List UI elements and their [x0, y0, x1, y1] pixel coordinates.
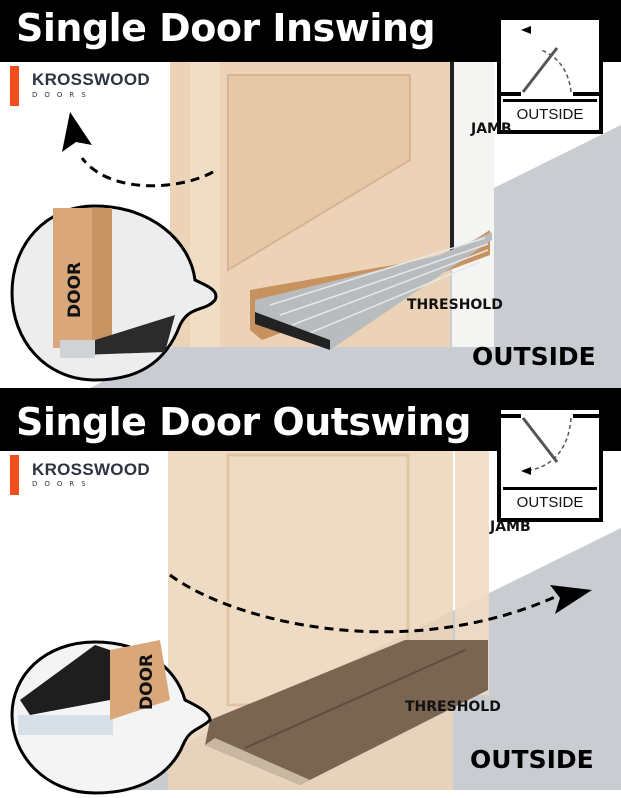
panel-title: Single Door Outswing	[16, 400, 471, 444]
swing-arrow-path	[169, 573, 556, 634]
inset-door-label: DOOR	[137, 654, 157, 710]
swing-icon-label: OUTSIDE	[503, 99, 597, 128]
swing-icon-label: OUTSIDE	[503, 487, 597, 516]
outside-label: OUTSIDE	[472, 342, 596, 371]
door-swing-icon	[501, 414, 599, 475]
panel-title: Single Door Inswing	[16, 6, 436, 50]
inset-bubble: DOOR	[10, 204, 218, 382]
swing-arrow-head	[62, 112, 92, 152]
swing-diagram-icon: OUTSIDE	[497, 16, 603, 134]
door-jamb	[452, 62, 494, 347]
brand-logo-icon	[10, 455, 19, 495]
brand-logo-icon	[10, 66, 19, 106]
jamb-label: JAMB	[471, 121, 512, 137]
outside-label: OUTSIDE	[470, 745, 594, 774]
inset-door-label: DOOR	[65, 262, 85, 318]
swing-arrow-path	[80, 157, 214, 188]
brand-logo-sub: DOORS	[32, 480, 93, 488]
threshold-label: THRESHOLD	[407, 297, 503, 313]
threshold-label: THRESHOLD	[405, 699, 501, 715]
swing-diagram-icon: OUTSIDE	[497, 406, 603, 522]
inset-bubble: DOOR	[10, 640, 212, 795]
brand-logo-name: KROSSWOOD	[32, 70, 150, 89]
panel-divider	[0, 388, 621, 398]
brand-logo-sub: DOORS	[32, 91, 93, 99]
door-swing-icon	[501, 26, 599, 96]
swing-arrow-head	[550, 585, 592, 614]
brand-logo-name: KROSSWOOD	[32, 460, 150, 479]
threshold	[205, 640, 488, 785]
threshold	[255, 232, 492, 350]
jamb-label: JAMB	[490, 519, 531, 535]
